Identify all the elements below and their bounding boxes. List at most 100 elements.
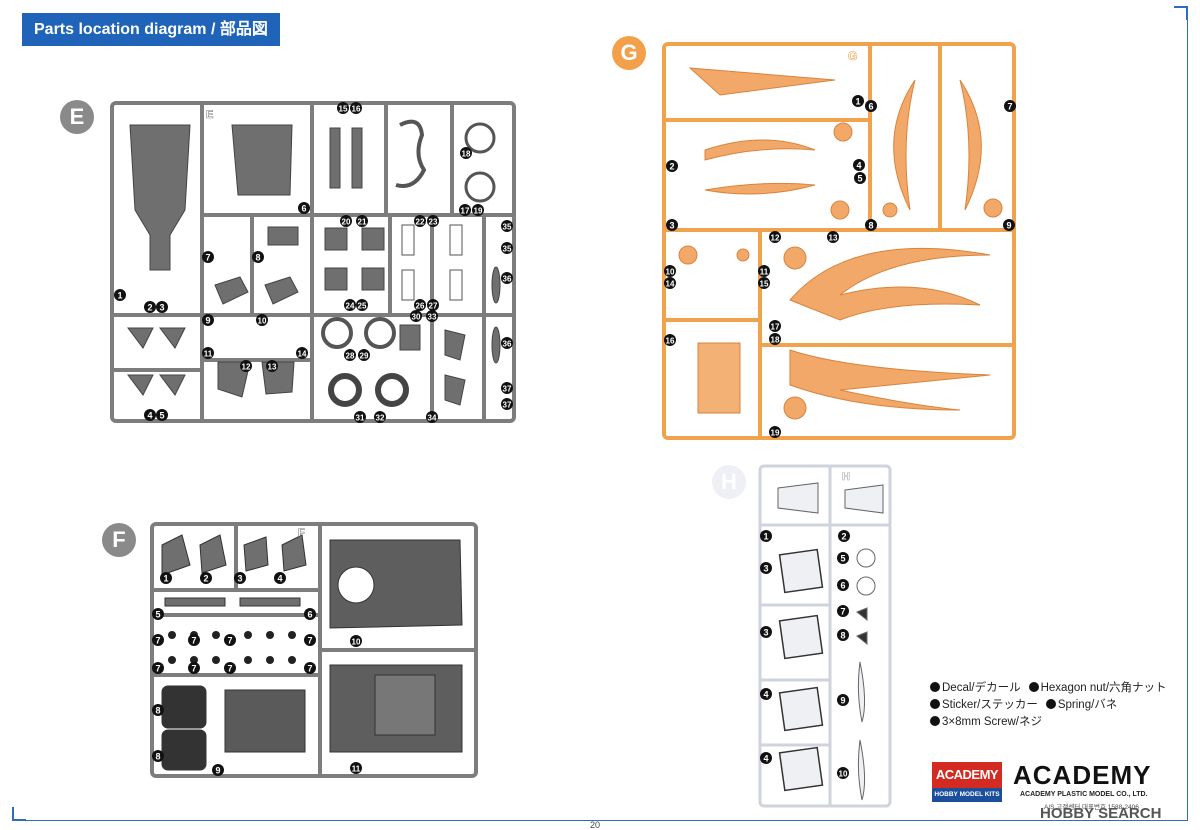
callout-dot	[350, 635, 362, 647]
callout-f-2: 2	[200, 572, 212, 584]
callout-dot	[188, 634, 200, 646]
sprue-g-tag: G	[848, 49, 857, 63]
callout-number: 6	[301, 204, 306, 214]
callout-e-32: 32	[374, 411, 386, 423]
callout-number: 14	[298, 350, 307, 359]
callout-f-7: 7	[188, 634, 200, 646]
callout-dot	[356, 299, 368, 311]
callout-dot	[501, 242, 513, 254]
callout-dot	[460, 147, 472, 159]
callout-h-10: 10	[837, 767, 849, 779]
callout-dot	[426, 310, 438, 322]
callout-dot	[337, 102, 349, 114]
callout-e-30: 30	[410, 310, 422, 322]
frame-bottom-line	[12, 820, 1188, 821]
callout-dot	[853, 159, 865, 171]
callout-dot	[837, 767, 849, 779]
callout-g-5: 5	[854, 172, 866, 184]
callout-g-3: 3	[666, 219, 678, 231]
callout-g-13: 13	[827, 231, 839, 243]
callout-dot	[664, 334, 676, 346]
callout-number: 7	[840, 607, 845, 617]
callout-dot	[160, 572, 172, 584]
hobby-search-watermark: HOBBY SEARCH	[1040, 805, 1162, 822]
callout-dot	[837, 552, 849, 564]
callout-number: 29	[360, 352, 369, 361]
callout-number: 37	[503, 401, 512, 410]
callout-dot	[298, 202, 310, 214]
callout-number: 26	[416, 302, 425, 311]
callout-number: 6	[868, 102, 873, 112]
callout-dot	[256, 314, 268, 326]
callout-e-20: 20	[340, 215, 352, 227]
academy-wordmark: ACADEMY	[1013, 760, 1152, 790]
callout-f-7: 7	[304, 662, 316, 674]
callout-number: 4	[277, 574, 282, 584]
callout-number: 16	[666, 337, 675, 346]
callout-g-2: 2	[666, 160, 678, 172]
callout-dot	[354, 411, 366, 423]
callout-number: 34	[428, 414, 437, 423]
callout-g-17: 17	[769, 320, 781, 332]
callout-g-19: 19	[769, 426, 781, 438]
callout-number: 20	[342, 218, 351, 227]
callout-e-3: 3	[156, 301, 168, 313]
callout-g-15: 15	[758, 277, 770, 289]
callout-e-16: 16	[350, 102, 362, 114]
callout-f-7: 7	[188, 662, 200, 674]
callout-dot	[760, 626, 772, 638]
callout-e-5: 5	[156, 409, 168, 421]
callout-number: 22	[416, 218, 425, 227]
callout-number: 9	[1006, 221, 1011, 231]
callout-dot	[459, 204, 471, 216]
callout-dot	[837, 694, 849, 706]
callout-dot	[144, 409, 156, 421]
callout-dot	[224, 662, 236, 674]
callout-dot	[837, 629, 849, 641]
callout-dot	[427, 215, 439, 227]
sprue-f-tag: F	[298, 527, 305, 539]
callout-dot	[472, 204, 484, 216]
callout-number: 12	[242, 363, 251, 372]
callout-number: 28	[346, 352, 355, 361]
callout-dot	[358, 349, 370, 361]
callout-g-18: 18	[769, 333, 781, 345]
callout-e-36: 36	[501, 337, 513, 349]
callout-number: 8	[155, 752, 160, 762]
legend-screw: 3×8mm Screw/ネジ	[930, 716, 1042, 728]
callout-number: 4	[763, 690, 768, 700]
legend-hexnut: Hexagon nut/六角ナット	[1028, 682, 1167, 694]
sprue-f	[150, 522, 478, 778]
callout-dot	[854, 172, 866, 184]
callout-dot	[501, 272, 513, 284]
callout-number: 3	[763, 564, 768, 574]
callout-number: 24	[346, 302, 355, 311]
sprue-h-parts	[777, 482, 884, 801]
callout-number: 7	[155, 664, 160, 674]
callout-number: 11	[760, 268, 769, 277]
callout-number: 2	[669, 162, 674, 172]
callout-g-9: 9	[1003, 219, 1015, 231]
callout-dot	[758, 265, 770, 277]
academy-company-name: ACADEMY PLASTIC MODEL CO., LTD.	[1020, 791, 1148, 798]
callout-f-4: 4	[274, 572, 286, 584]
callout-dot	[501, 398, 513, 410]
callout-dot	[827, 231, 839, 243]
callout-e-25: 25	[356, 299, 368, 311]
sprue-e-parts	[127, 119, 501, 407]
callout-dot	[156, 301, 168, 313]
callout-f-10: 10	[350, 635, 362, 647]
callout-dot	[427, 299, 439, 311]
callout-dot	[152, 634, 164, 646]
callout-g-4: 4	[853, 159, 865, 171]
page-number: 20	[590, 820, 601, 830]
callout-number: 6	[840, 581, 845, 591]
callout-number: 8	[255, 253, 260, 263]
callout-g-16: 16	[664, 334, 676, 346]
callout-e-14: 14	[296, 347, 308, 359]
callout-f-5: 5	[152, 608, 164, 620]
callout-number: 6	[307, 610, 312, 620]
callout-e-6: 6	[298, 202, 310, 214]
callout-dot	[152, 608, 164, 620]
callout-dot	[865, 100, 877, 112]
